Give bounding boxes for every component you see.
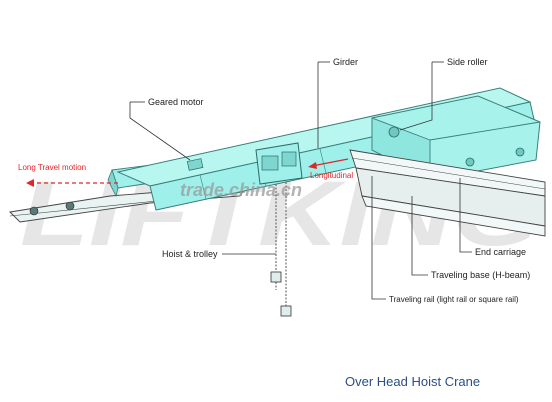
label-geared-motor: Geared motor <box>148 97 204 107</box>
right-h-beam <box>349 149 546 237</box>
hook-block <box>270 271 282 283</box>
leader-lines <box>129 61 472 300</box>
label-traveling-rail: Traveling rail (light rail or square rai… <box>389 295 519 304</box>
label-longitudinal: Longitudinal <box>310 171 353 180</box>
diagram-title: Over Head Hoist Crane <box>345 374 480 389</box>
label-hoist-trolley: Hoist & trolley <box>162 249 218 259</box>
side-roller-wheel <box>388 126 400 138</box>
longitudinal-arrow <box>308 158 349 169</box>
label-girder: Girder <box>333 57 358 67</box>
pendant-control <box>280 305 292 317</box>
label-traveling-base: Traveling base (H-beam) <box>431 270 530 280</box>
label-side-roller: Side roller <box>447 57 488 67</box>
long-travel-arrow <box>26 179 120 187</box>
watermark-site: trade.china.cn <box>180 180 302 200</box>
label-end-carriage: End carriage <box>475 247 526 257</box>
label-long-travel-motion: Long Travel motion <box>18 163 86 172</box>
geared-motor <box>186 158 204 171</box>
hoist-trolley <box>255 142 303 317</box>
